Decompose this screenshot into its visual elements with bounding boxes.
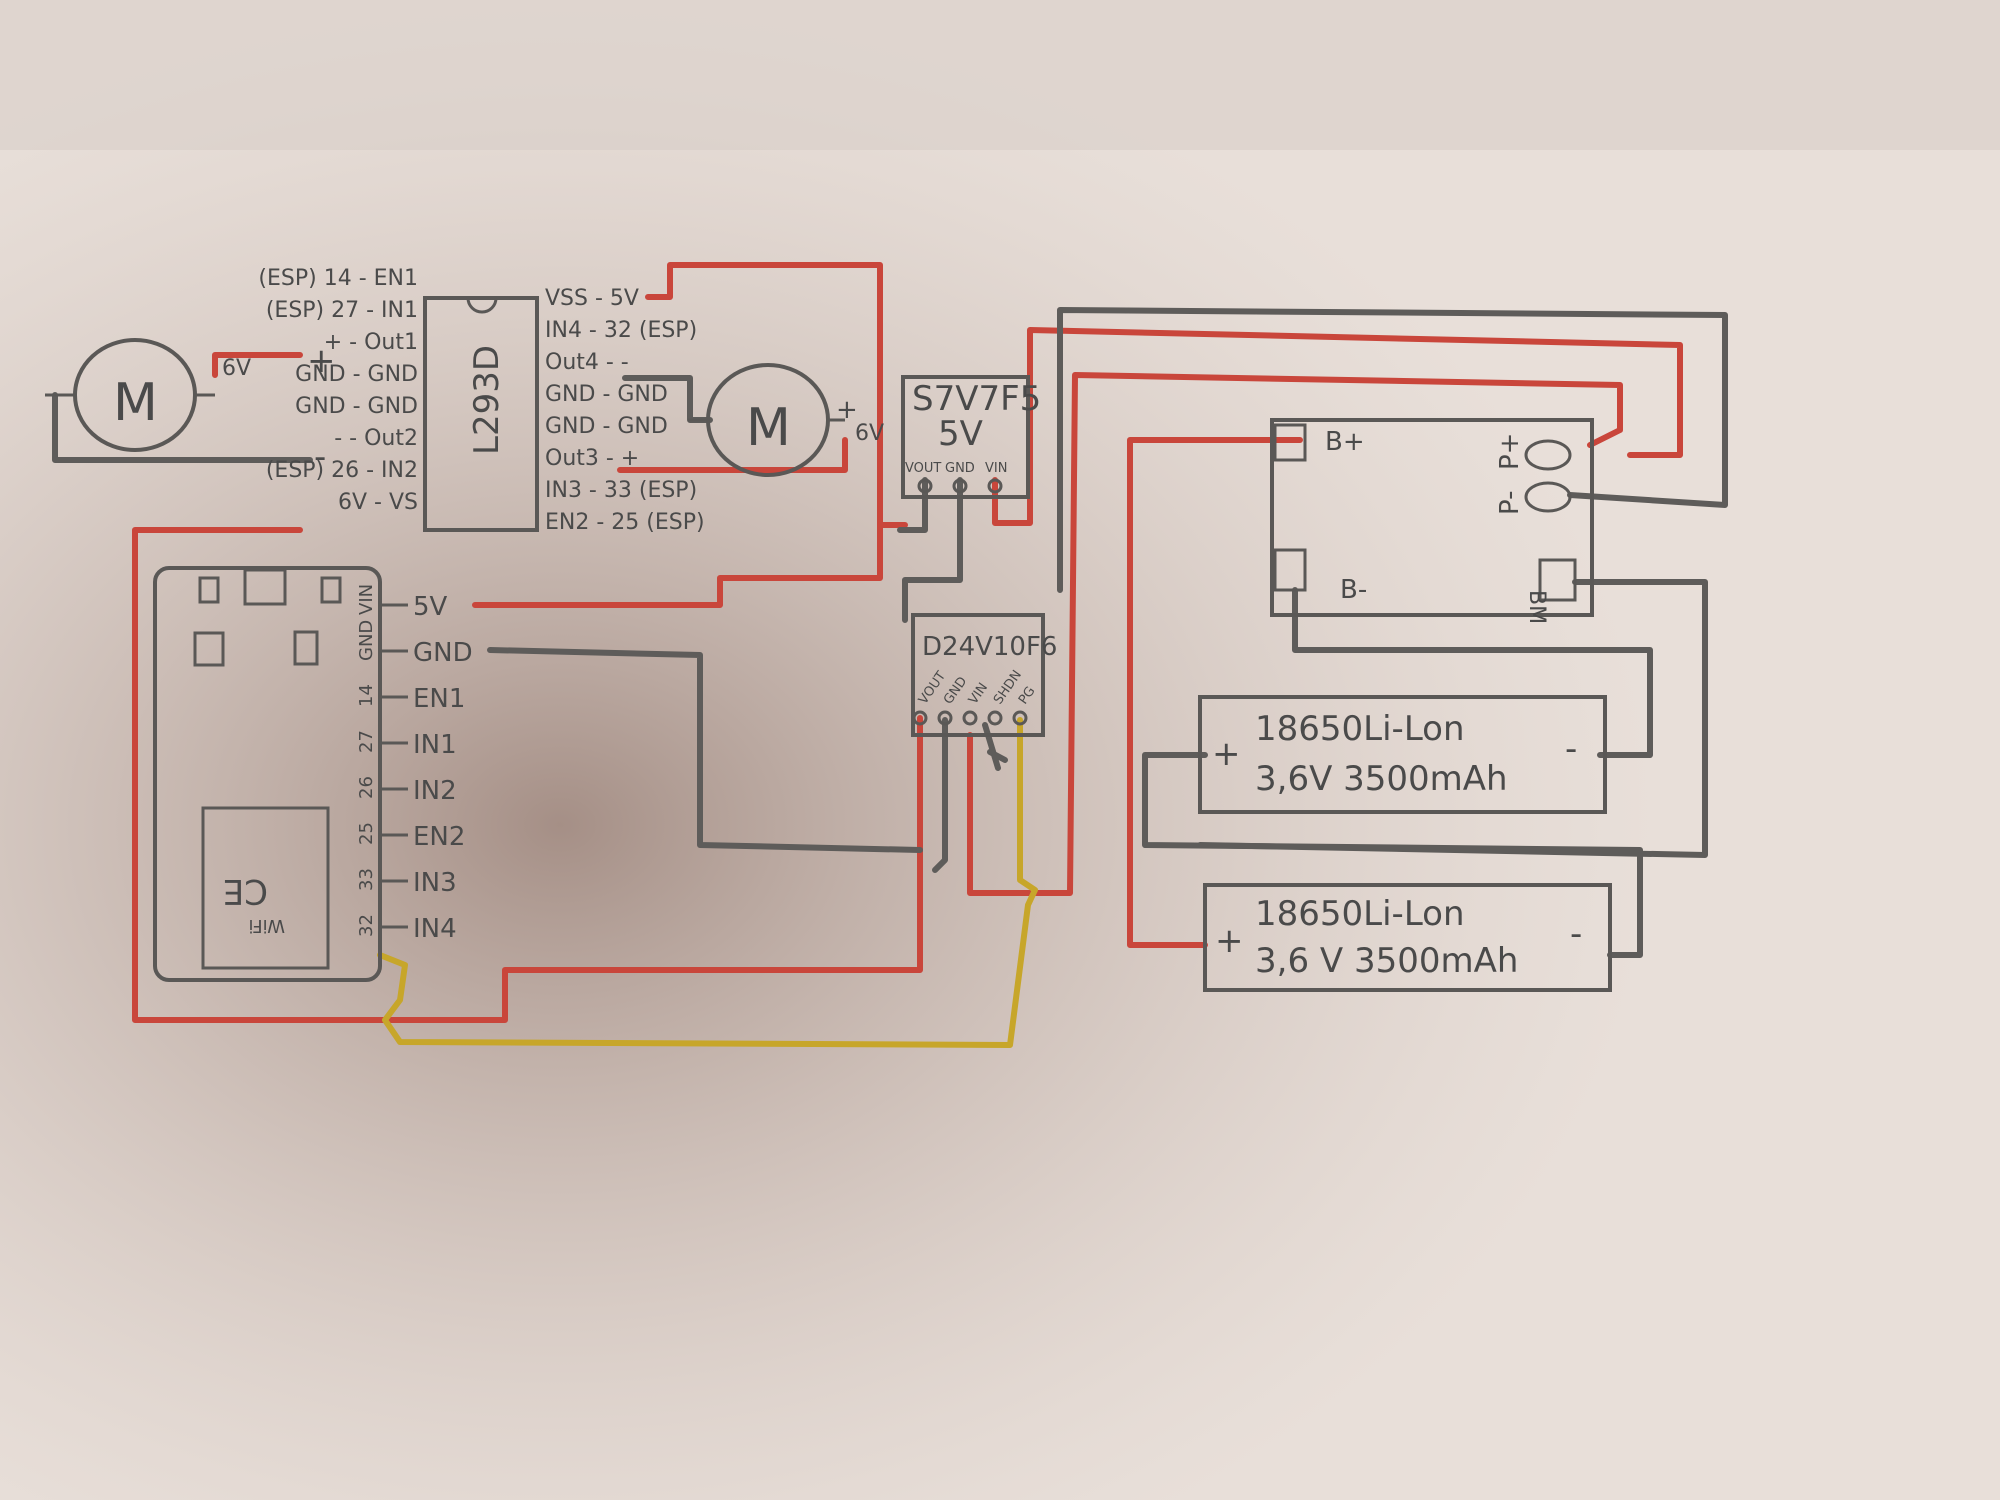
wire-gnd-top [1057,307,1728,593]
esp32-pin-number: 27 [356,730,377,753]
l293d-right-pin-label: GND - GND [545,414,668,439]
bms-p-plus: P+ [1495,433,1525,470]
wires [52,262,1728,1048]
motor-left-plus: + [307,341,336,381]
esp32-board: CE WiFi VIN 5V GND GND 14 EN1 27 IN1 26 IN2 25 EN2 3… [153,566,473,982]
battery-2-type: 18650Li-Lon [1255,894,1465,934]
bms-bm: BM [1524,590,1549,624]
l293d-left-pin-label: - - Out2 [334,426,418,451]
l293d-right-pins: VSS - 5V IN4 - 32 (ESP) Out4 - - GND - GND G… [545,286,705,535]
esp32-ce-mark: CE [223,871,268,911]
esp32-pin-number: 26 [356,776,377,799]
wire-motor-left-plus [212,352,303,378]
regulator-5v-name: S7V7F5 [912,379,1041,419]
battery-1-plus: + [1212,734,1241,774]
battery-2-minus: - [1570,914,1582,954]
l293d-chip: L293D [423,296,539,532]
esp32-pin-number: 33 [356,868,377,891]
esp32-pin-number: 14 [356,684,377,707]
esp32-pin-number: 25 [356,822,377,845]
l293d-name: L293D [467,345,507,455]
motor-right-plus: + [836,395,858,425]
l293d-right-pin-label: GND - GND [545,382,668,407]
l293d-left-pin-label: (ESP) 14 - EN1 [258,266,418,291]
l293d-right-pin-label: EN2 - 25 (ESP) [545,510,705,535]
battery-1: + 18650Li-Lon 3,6V 3500mAh - [1198,695,1607,814]
l293d-left-pins: (ESP) 14 - EN1 (ESP) 27 - IN1 + - Out1GND … [258,266,418,515]
motor-right: M + 6V [688,363,884,477]
esp32-pin-label: 5V [413,592,448,622]
bms-p-minus: P- [1495,491,1525,516]
motor-right-supply: 6V [855,421,884,446]
esp32-wifi-mark: WiFi [249,915,285,936]
l293d-left-pin-label: (ESP) 26 - IN2 [266,458,418,483]
battery-1-spec: 3,6V 3500mAh [1255,759,1508,799]
motor-left-supply: 6V [222,356,251,381]
esp32-pin-label: GND [413,638,473,668]
wire-gnd-regs [902,477,963,623]
esp32-pin-number: 32 [356,914,377,937]
esp32-pin-label: IN3 [413,868,457,898]
wire-6v-vs [132,527,923,1023]
battery-1-minus: - [1565,729,1577,769]
l293d-right-pin-label: IN3 - 33 (ESP) [545,478,697,503]
motor-left-minus: - [314,437,326,477]
regulator-5v-pin-gnd: GND [945,461,975,476]
regulator-5v-pin-vin: VIN [985,461,1007,476]
regulator-6v-name: D24V10F6 [922,632,1057,662]
esp32-pin-label: IN2 [413,776,457,806]
wire-gnd-esp [487,647,923,853]
l293d-left-pin-label: GND - GND [295,362,418,387]
l293d-right-pin-label: Out4 - - [545,350,629,375]
motor-left: M 6V + - [45,338,336,477]
motor-left-label: M [113,373,158,433]
l293d-right-pin-label: IN4 - 32 (ESP) [545,318,697,343]
l293d-left-pin-label: (ESP) 27 - IN1 [266,298,418,323]
wire-vin-d24 [967,372,1623,896]
esp32-pin-label: EN2 [413,822,465,852]
l293d-right-pin-label: VSS - 5V [545,286,639,311]
regulator-5v: S7V7F5 5V VOUT GND VIN [901,375,1041,499]
esp32-pin-number: VIN [356,584,377,615]
wire-vin-s7v7 [992,327,1683,526]
regulator-5v-voltage: 5V [938,414,983,454]
wire-gnd-d24 [932,717,948,873]
esp32-pin-label: IN4 [413,914,457,944]
battery-1-type: 18650Li-Lon [1255,709,1465,749]
wire-pg [377,717,1038,1048]
wire-5v-to-esp-vin [472,522,883,608]
battery-2-spec: 3,6 V 3500mAh [1255,941,1518,981]
motor-right-label: M [746,398,791,458]
wire-motor-left-minus [52,392,313,463]
bms-b-plus: B+ [1325,427,1365,457]
esp32-pin-number: GND [356,620,377,661]
wire-motor-right-plus [617,437,848,473]
regulator-5v-pin-vout: VOUT [905,461,941,476]
wire-bm [1197,579,1708,858]
l293d-right-pin-label: Out3 - + [545,446,639,471]
l293d-left-pin-label: GND - GND [295,394,418,419]
esp32-pin-label: IN1 [413,730,457,760]
wire-bplus-to-batt [1127,437,1303,948]
l293d-left-pin-label: 6V - VS [338,490,418,515]
top-shadow-band [0,0,2000,150]
battery-2-plus: + [1215,921,1244,961]
l293d-left-pin-label: + - Out1 [324,330,418,355]
bms-board: B+ B- P+ P- BM [1270,418,1594,624]
esp32-pin-label: EN1 [413,684,465,714]
shdn-arrow [982,722,1008,771]
battery-2: + 18650Li-Lon 3,6 V 3500mAh - [1203,883,1612,992]
wire-5v-to-vss [645,262,908,528]
bms-b-minus: B- [1340,575,1367,605]
wire-bminus [1292,587,1653,758]
